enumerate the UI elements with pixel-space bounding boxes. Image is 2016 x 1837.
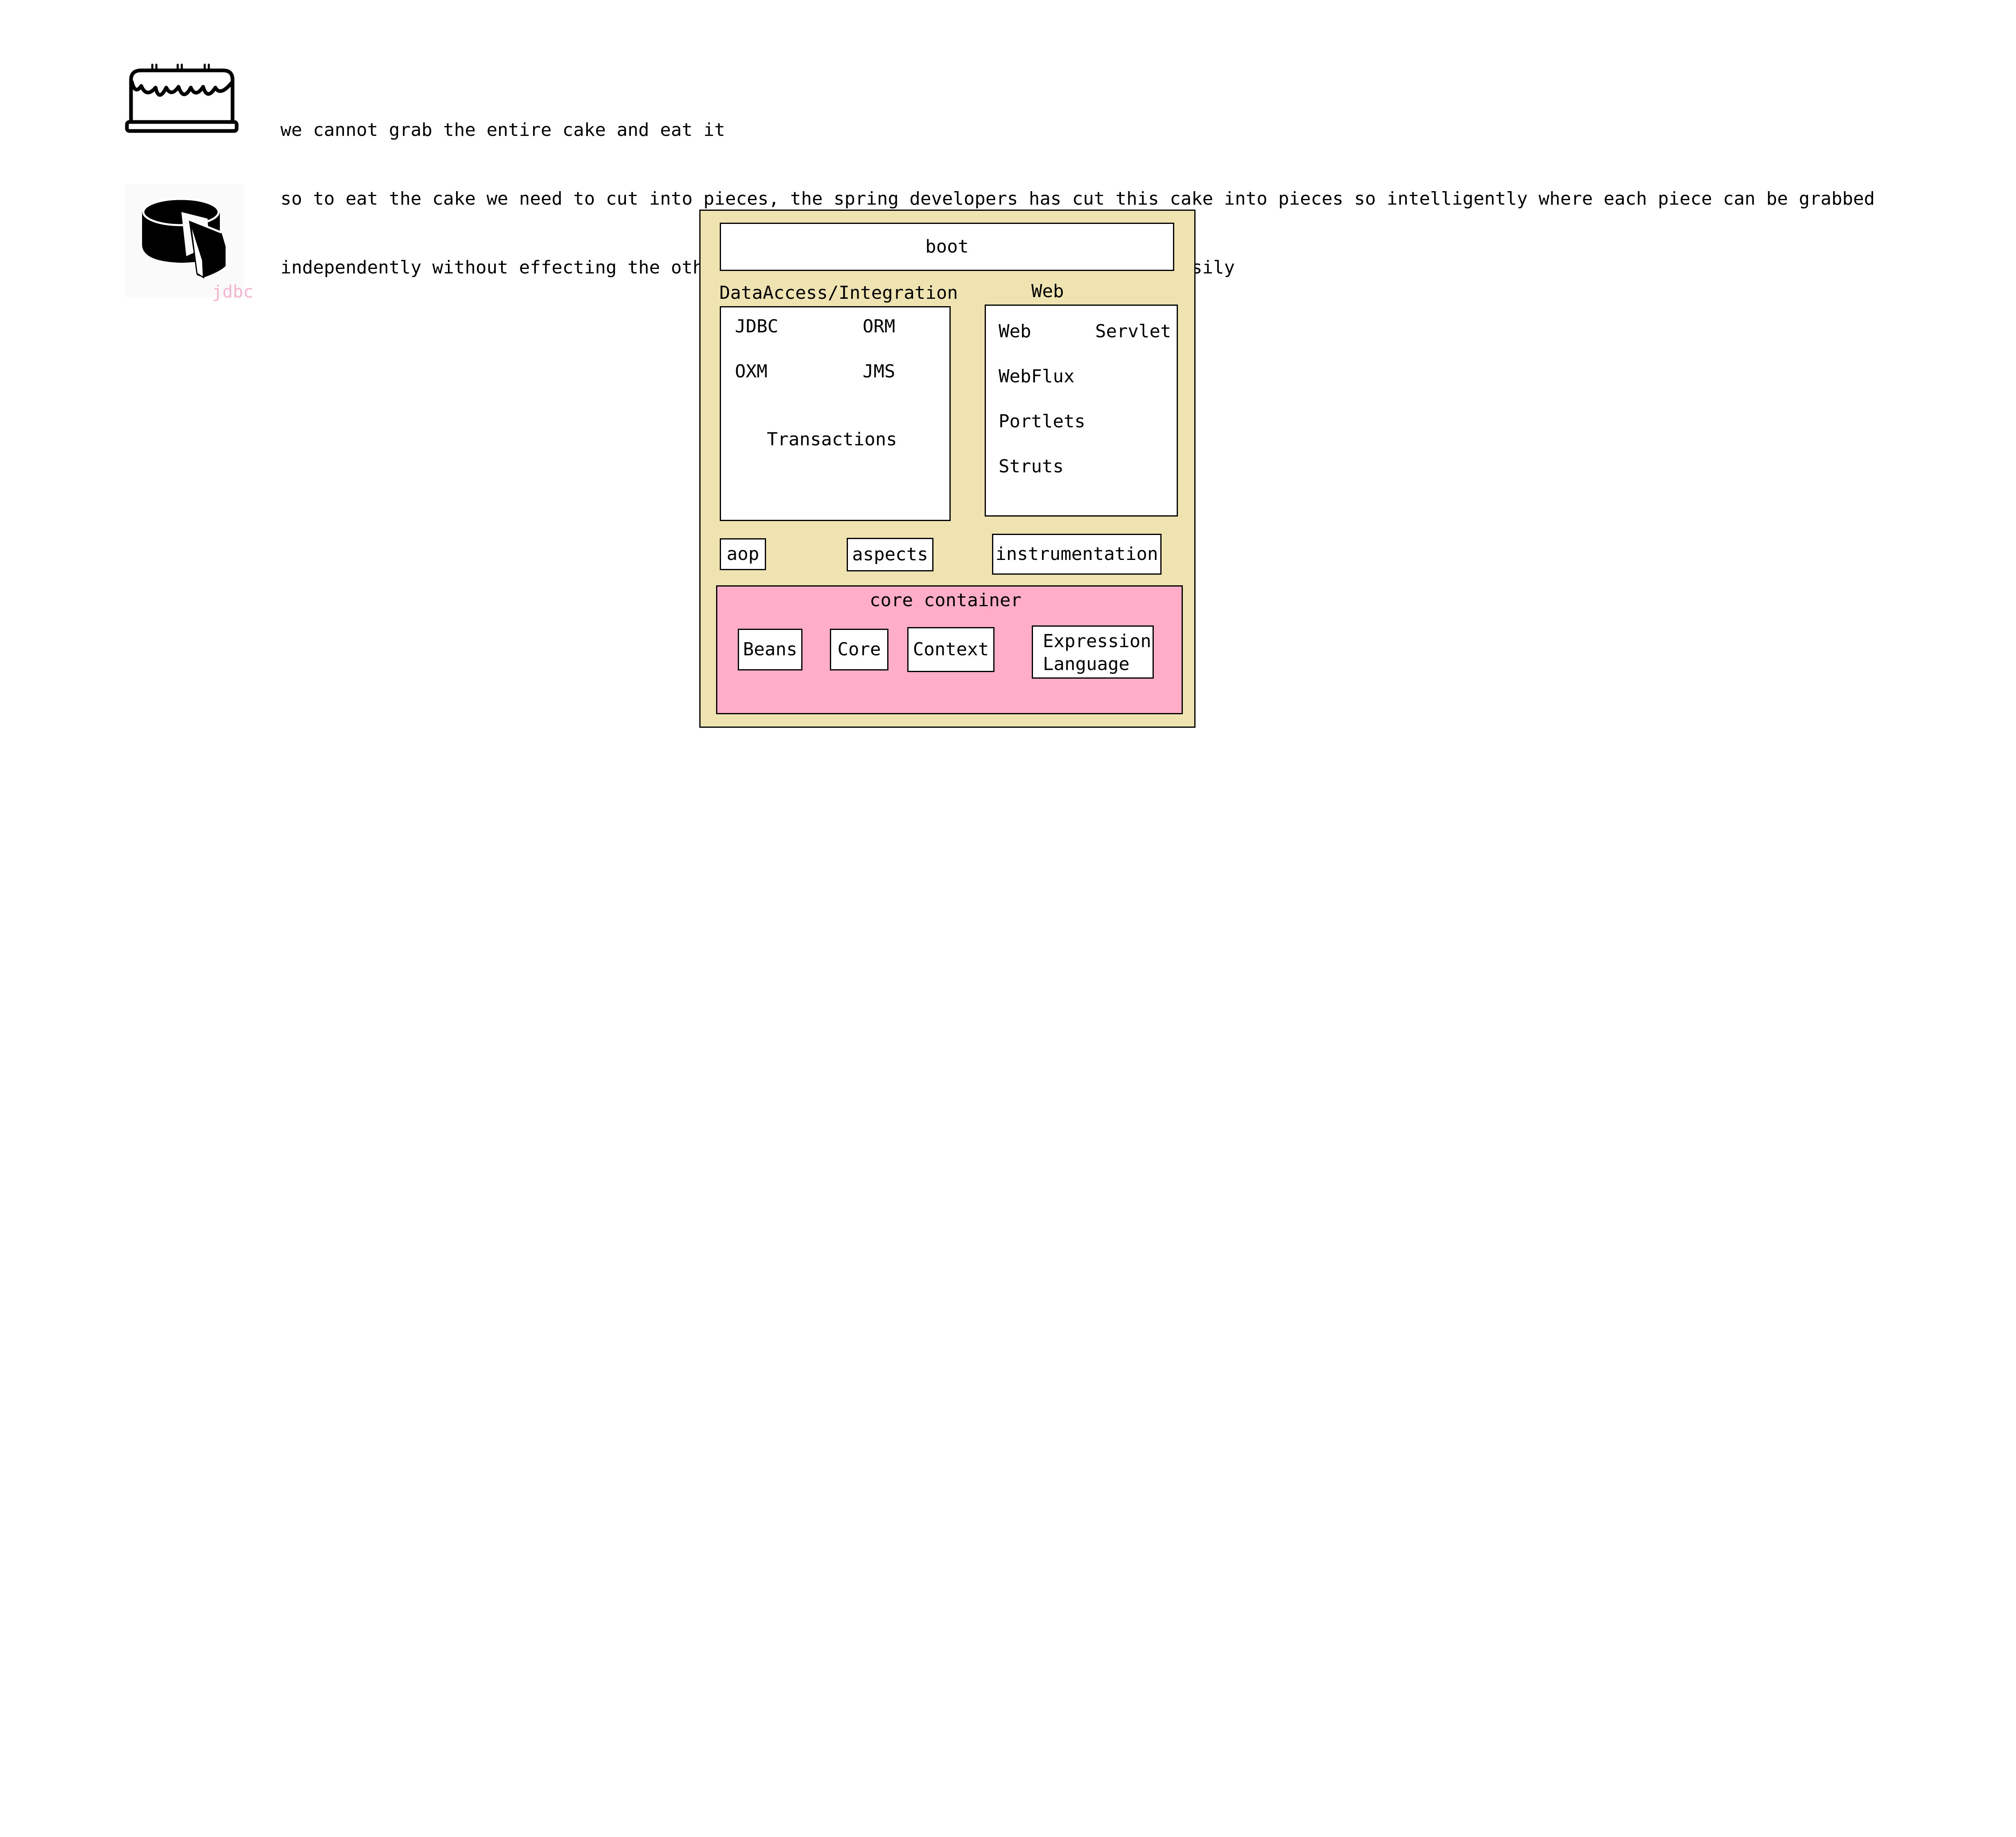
expression-label-line-2: Language (1043, 654, 1130, 675)
data-access-item-orm: ORM (863, 316, 895, 337)
data-access-item-oxm: OXM (735, 361, 768, 382)
aop-box: aop (720, 538, 766, 570)
instrumentation-label: instrumentation (995, 544, 1158, 564)
expression-language-box: Expression Language (1032, 625, 1154, 679)
web-item-web: Web (999, 321, 1031, 342)
spring-framework-diagram: boot DataAccess/Integration JDBC ORM OXM… (699, 210, 1196, 728)
web-item-webflux: WebFlux (999, 366, 1075, 387)
cake-icon (125, 63, 239, 133)
aop-label: aop (726, 544, 759, 564)
boot-box: boot (720, 223, 1174, 271)
context-box: Context (907, 627, 994, 672)
data-access-box: JDBC ORM OXM JMS Transactions (720, 306, 951, 521)
web-title: Web (1031, 281, 1064, 302)
cake-slice-icon (125, 184, 244, 297)
aspects-box: aspects (847, 538, 933, 571)
core-container-title: core container (870, 590, 1022, 611)
web-box: Web Servlet WebFlux Portlets Struts (985, 305, 1178, 517)
instrumentation-box: instrumentation (992, 534, 1162, 575)
web-item-struts: Struts (999, 456, 1064, 477)
core-label: Core (837, 639, 881, 660)
core-box: Core (830, 629, 888, 670)
expression-label-line-1: Expression (1043, 631, 1151, 652)
slice-label: jdbc (212, 282, 254, 302)
data-access-item-jms: JMS (863, 361, 895, 382)
note-line-1: we cannot grab the entire cake and eat i… (280, 120, 725, 140)
data-access-title: DataAccess/Integration (719, 282, 958, 303)
data-access-item-transactions: Transactions (767, 429, 897, 450)
note-line-2: so to eat the cake we need to cut into p… (280, 188, 1875, 209)
aspects-label: aspects (852, 544, 928, 565)
web-item-portlets: Portlets (999, 411, 1085, 432)
data-access-item-jdbc: JDBC (735, 316, 778, 337)
context-label: Context (913, 639, 989, 660)
beans-box: Beans (738, 629, 802, 670)
web-item-servlet: Servlet (1095, 321, 1171, 342)
beans-label: Beans (743, 639, 798, 660)
boot-label: boot (925, 236, 969, 257)
core-container-box: core container Beans Core Context Expres… (716, 585, 1183, 714)
